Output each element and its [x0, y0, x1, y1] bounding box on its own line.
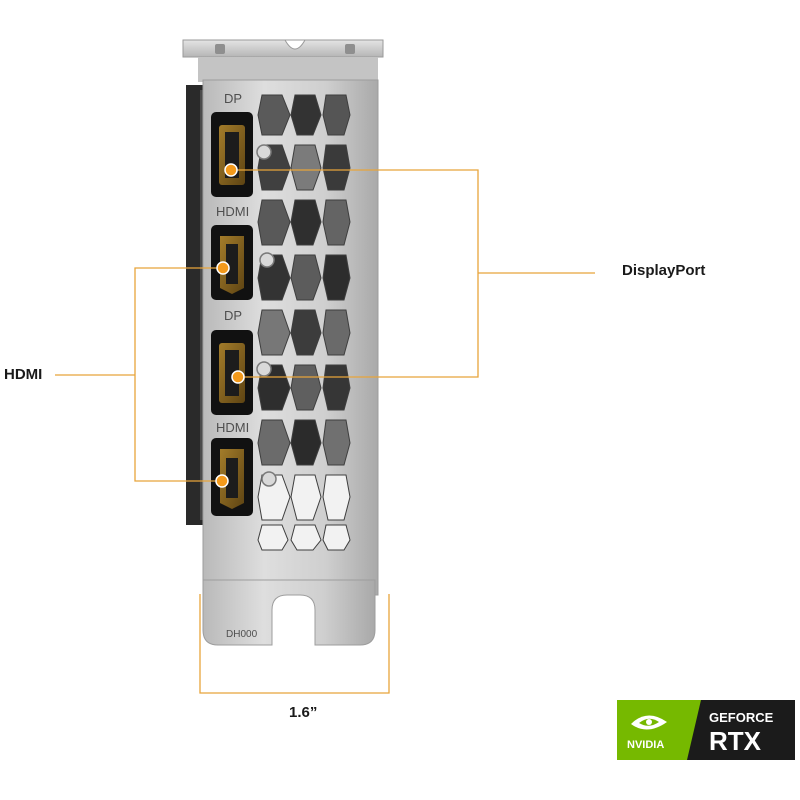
- screw-icon: [256, 144, 277, 487]
- port-hdmi-2: [211, 438, 253, 516]
- engraving-dp-top: DP: [224, 91, 242, 106]
- bracket-vents: [257, 94, 351, 551]
- geforce-rtx-badge: NVIDIA GEFORCE RTX: [617, 700, 795, 760]
- nvidia-eye-icon: [631, 715, 667, 730]
- engraving-part-code: DH000: [226, 629, 258, 640]
- engraving-hdmi-lower: HDMI: [216, 420, 249, 435]
- label-displayport: DisplayPort: [622, 262, 706, 279]
- badge-line2: RTX: [709, 726, 762, 756]
- badge-brand: NVIDIA: [627, 739, 664, 751]
- badge-line1: GEFORCE: [709, 710, 774, 725]
- bracket-top-tab: [182, 39, 384, 82]
- port-displayport-2: [211, 330, 253, 415]
- port-displayport-1: [211, 112, 253, 197]
- callout-dots: [215, 163, 245, 488]
- port-hdmi-1: [211, 225, 253, 300]
- engraving-dp-lower: DP: [224, 308, 242, 323]
- callout-lines: [55, 169, 595, 694]
- engraving-hdmi-upper: HDMI: [216, 204, 249, 219]
- label-hdmi: HDMI: [4, 366, 43, 383]
- label-width-dimension: 1.6”: [289, 704, 318, 721]
